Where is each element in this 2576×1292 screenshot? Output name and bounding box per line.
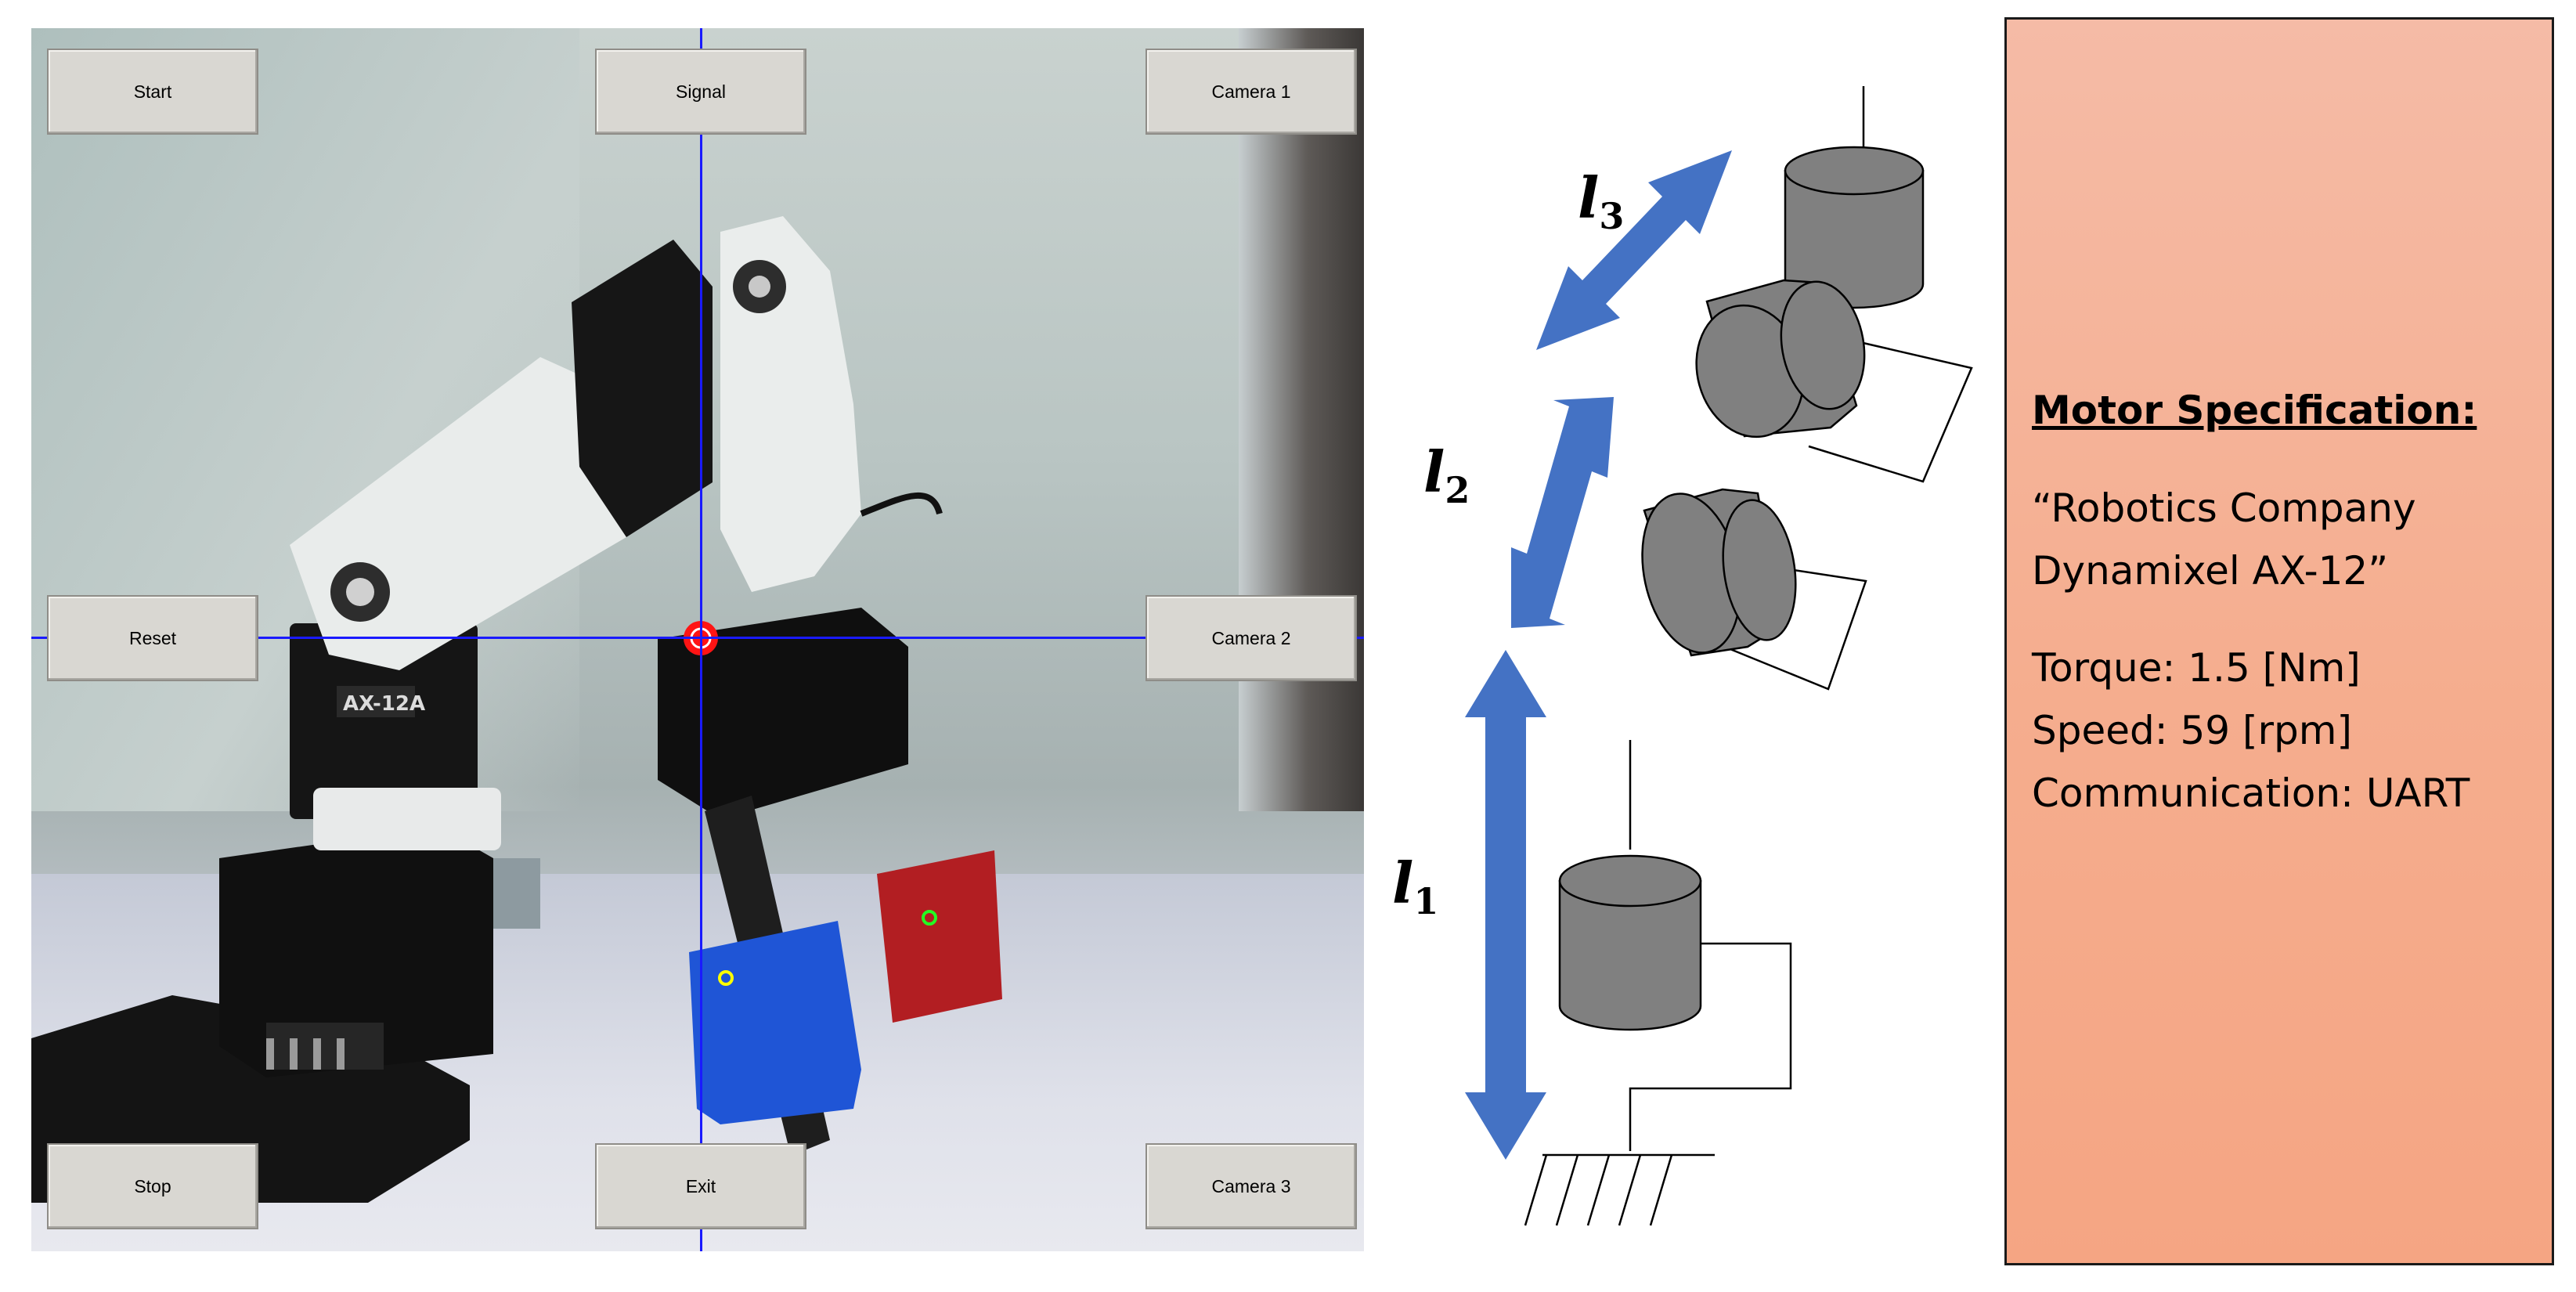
start-button[interactable]: Start: [47, 49, 258, 135]
red-cube: [877, 850, 1002, 1023]
kinematic-diagram: l3 l2 l1: [1378, 86, 2004, 1245]
link-label-l2: l2: [1423, 438, 1470, 511]
arrow-l3: [1536, 150, 1732, 350]
yellow-marker: [718, 970, 734, 986]
spec-torque: Torque: 1.5 [Nm]: [2032, 645, 2361, 691]
spec-speed: Speed: 59 [rpm]: [2032, 708, 2353, 753]
crosshair-horizontal: [31, 637, 1364, 639]
arrow-l1: [1465, 650, 1546, 1160]
elbow-servo: [572, 240, 713, 537]
spec-communication: Communication: UART: [2032, 771, 2470, 816]
motor-base: [1558, 854, 1702, 1031]
blue-cube: [689, 921, 861, 1124]
arrow-l2: [1511, 397, 1614, 628]
spec-title: Motor Specification:: [2032, 388, 2477, 433]
spec-spacer: [2032, 602, 2552, 637]
green-marker: [922, 910, 937, 926]
spec-model-line-1: “Robotics Company: [2032, 485, 2416, 531]
exit-button[interactable]: Exit: [595, 1143, 806, 1229]
camera-3-button[interactable]: Camera 3: [1145, 1143, 1357, 1229]
base-motor: [219, 827, 493, 1077]
motor-1: [1641, 488, 1797, 657]
camera-view: AX-12A Start Signal Camera 1 Reset Camer…: [31, 28, 1364, 1251]
signal-button[interactable]: Signal: [595, 49, 806, 135]
reset-button[interactable]: Reset: [47, 595, 258, 681]
servo-label: AX-12A: [343, 692, 425, 716]
shoulder-servo: [290, 623, 478, 819]
camera-1-button[interactable]: Camera 1: [1145, 49, 1357, 135]
link-label-l3: l3: [1578, 164, 1625, 237]
stop-button[interactable]: Stop: [47, 1143, 258, 1229]
motor-2: [1695, 279, 1866, 438]
diagram-drawing: [1465, 86, 1973, 1226]
spec-model-line-2: Dynamixel AX-12”: [2032, 548, 2389, 594]
link-label-l1: l1: [1392, 850, 1439, 922]
camera-2-button[interactable]: Camera 2: [1145, 595, 1357, 681]
motor-3: [1784, 146, 1925, 309]
motor-spec-panel: Motor Specification: “Robotics Company D…: [2004, 17, 2554, 1265]
crosshair-vertical: [700, 28, 702, 1251]
wrist-servo: [658, 608, 908, 819]
